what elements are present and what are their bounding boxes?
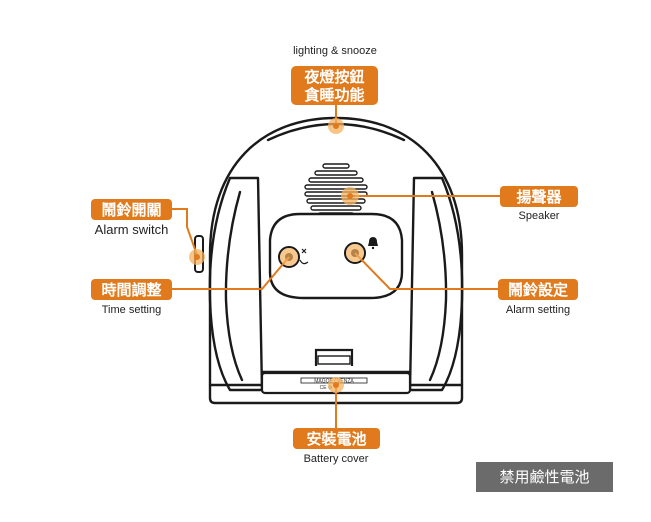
time-icon (299, 248, 309, 265)
left-side-panel (208, 176, 264, 392)
highlight-dots (189, 118, 364, 393)
caption-snooze: lighting & snooze (293, 45, 377, 57)
label-time-setting: 時間調整 (101, 281, 161, 299)
callout-time-setting: 時間調整 Time setting (91, 279, 172, 316)
callout-alarm-switch: 鬧鈴開關 Alarm switch (91, 199, 172, 237)
label-snooze-line1: 夜燈按鈕 (303, 68, 364, 86)
speaker-grille (304, 163, 368, 218)
callout-battery-cover: 安裝電池 Battery cover (293, 428, 380, 465)
label-alarm-setting: 鬧鈴設定 (508, 281, 568, 299)
callout-snooze: lighting & snooze 夜燈按鈕 貪睡功能 (291, 45, 378, 105)
right-side-panel (408, 176, 464, 392)
caption-speaker: Speaker (519, 210, 560, 222)
callout-speaker: 揚聲器 Speaker (500, 186, 578, 222)
label-snooze-line2: 貪睡功能 (303, 86, 364, 104)
warning-text: 禁用鹼性電池 (499, 468, 589, 486)
caption-battery-cover: Battery cover (304, 453, 369, 465)
label-battery-cover: 安裝電池 (306, 430, 366, 448)
label-alarm-switch: 鬧鈴開關 (101, 201, 161, 219)
warning-badge: 禁用鹼性電池 (476, 462, 613, 492)
caption-time-setting: Time setting (102, 304, 162, 316)
cert-marks: CE ♻ (320, 385, 333, 391)
label-speaker: 揚聲器 (516, 188, 562, 206)
callout-alarm-setting: 鬧鈴設定 Alarm setting (498, 279, 578, 316)
caption-alarm-setting: Alarm setting (506, 304, 570, 316)
caption-alarm-switch: Alarm switch (95, 222, 169, 237)
bell-icon (368, 237, 378, 250)
cover-latch[interactable] (314, 348, 354, 366)
